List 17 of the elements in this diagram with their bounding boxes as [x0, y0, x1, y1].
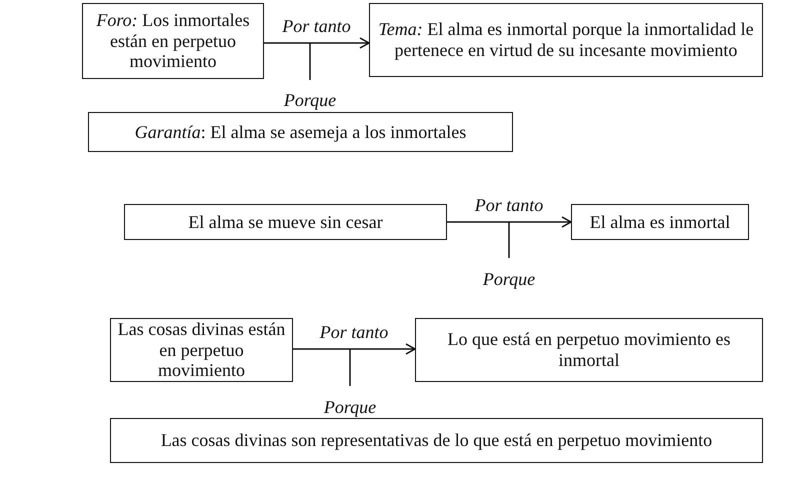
- reason-label: Porque: [284, 90, 336, 111]
- statement-box: Garantía: El alma se asemeja a los inmortales: [88, 112, 513, 152]
- arrow: [264, 37, 370, 49]
- statement-box: Foro: Los inmortales están en perpetuo movimiento: [82, 3, 264, 79]
- statement-box: El alma es inmortal: [571, 204, 749, 240]
- edge-label: Por tanto: [282, 16, 351, 37]
- statement-box: Tema: El alma es inmortal porque la inmortalidad le pertenece en virtud de su incesante movimiento: [369, 3, 763, 77]
- statement-box: El alma se mueve sin cesar: [124, 204, 447, 240]
- arrow: [447, 216, 572, 228]
- arrow: [293, 343, 416, 355]
- edge-label: Por tanto: [320, 322, 388, 343]
- edge-label: Por tanto: [474, 195, 544, 216]
- statement-box: Lo que está en perpetuo movimiento es inmortal: [415, 318, 763, 382]
- reason-label: Porque: [482, 269, 536, 290]
- statement-box: Las cosas divinas son representativas de lo que está en perpetuo movimiento: [110, 418, 763, 463]
- statement-box: Las cosas divinas están en perpetuo movimiento: [110, 318, 293, 382]
- reason-label: Porque: [324, 397, 376, 418]
